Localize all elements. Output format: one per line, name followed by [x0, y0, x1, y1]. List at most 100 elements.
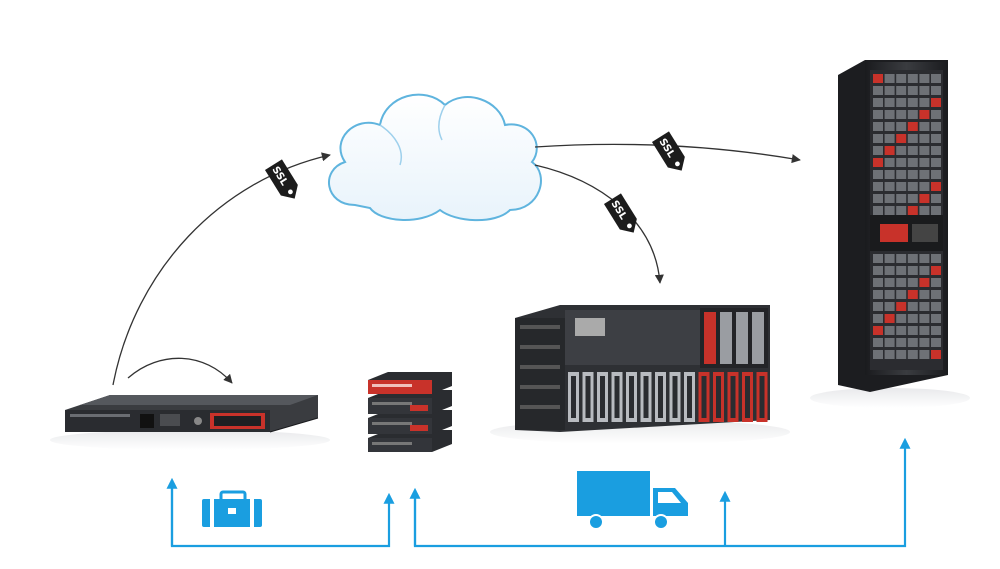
storage-array	[515, 305, 770, 432]
drive-bay	[919, 182, 930, 191]
drive-bay	[896, 158, 907, 167]
drive-bay	[896, 350, 907, 359]
drive-bay	[931, 314, 941, 323]
drive-bay	[896, 170, 907, 179]
drive-bay	[907, 278, 918, 287]
drive-bay	[931, 254, 941, 263]
drive-bay	[907, 194, 918, 203]
drive-bay	[884, 254, 895, 263]
drive-bay	[884, 350, 895, 359]
drive-bay	[907, 98, 918, 107]
drive-sled-handle	[701, 376, 707, 418]
drive-bay	[884, 158, 895, 167]
drive-bay	[884, 110, 895, 119]
drive-bay	[873, 302, 883, 311]
drive-bay	[873, 314, 883, 323]
drive-bay	[884, 302, 895, 311]
drive-bay	[873, 182, 883, 191]
drive-bay	[873, 326, 883, 335]
drive-bay	[873, 110, 883, 119]
drive-bay	[931, 74, 941, 83]
drive-bay	[896, 206, 907, 215]
drive-bay	[896, 110, 907, 119]
drive-bay	[919, 206, 930, 215]
drive-bay	[873, 290, 883, 299]
drive-bay	[896, 194, 907, 203]
drive-bay	[907, 290, 918, 299]
drive-bay	[919, 266, 930, 275]
drive-bay	[919, 350, 930, 359]
drive-sled-handle	[614, 376, 620, 418]
drive-bay	[907, 158, 918, 167]
drive-bay	[931, 290, 941, 299]
drive-bay	[884, 338, 895, 347]
drive-bay	[919, 158, 930, 167]
drive-bay	[884, 98, 895, 107]
drive-bay	[896, 278, 907, 287]
drive-bay	[919, 278, 930, 287]
drive-bay	[907, 122, 918, 131]
drive-bay	[919, 74, 930, 83]
drive-bay	[907, 350, 918, 359]
drive-bay	[907, 170, 918, 179]
drive-bay	[873, 350, 883, 359]
flow-arrow-cloud-to-rack	[534, 143, 801, 164]
drive-bay	[884, 194, 895, 203]
briefcase-icon	[202, 490, 262, 527]
cloud-icon	[328, 93, 542, 222]
drive-bay	[931, 98, 941, 107]
drive-bay	[919, 122, 930, 131]
drive-bay	[884, 290, 895, 299]
drive-bay	[919, 110, 930, 119]
drive-bay	[873, 158, 883, 167]
drive-bay	[919, 98, 930, 107]
drive-bay	[873, 194, 883, 203]
drive-sled-handle	[759, 376, 765, 418]
ssl-tag-icon: SSL	[603, 193, 637, 233]
drive-sled-handle	[629, 376, 634, 418]
drive-sled-handle	[745, 376, 750, 418]
drive-bay	[884, 146, 895, 155]
drive-bay	[907, 206, 918, 215]
drive-bay	[907, 182, 918, 191]
drive-bay	[919, 254, 930, 263]
drive-bay	[931, 266, 941, 275]
drive-bay	[884, 134, 895, 143]
drive-sled-handle	[716, 376, 721, 418]
drive-bay	[884, 74, 895, 83]
drive-bay	[919, 134, 930, 143]
drive-sled-handle	[672, 376, 678, 418]
ssl-tag-icon: SSL	[264, 159, 298, 199]
drive-bay	[873, 278, 883, 287]
drive-bay	[896, 134, 907, 143]
flow-arrow-local-copy	[127, 357, 233, 384]
drive-bay	[896, 182, 907, 191]
drive-bay	[873, 254, 883, 263]
drive-bay	[931, 134, 941, 143]
drive-bay	[896, 290, 907, 299]
drive-bay	[907, 254, 918, 263]
floor-shadow	[810, 388, 970, 408]
drive-bay	[873, 122, 883, 131]
drive-bay	[907, 302, 918, 311]
drive-bay	[919, 194, 930, 203]
drive-bay	[931, 182, 941, 191]
drive-bay	[931, 122, 941, 131]
drive-bay	[873, 98, 883, 107]
drive-bay	[931, 326, 941, 335]
server-rack	[838, 60, 948, 392]
floor-shadow	[50, 430, 330, 450]
drive-bay	[931, 170, 941, 179]
drive-sled-handle	[571, 376, 576, 418]
ssl-tag-icon: SSL	[651, 131, 685, 171]
drive-bay	[919, 314, 930, 323]
controller-module	[752, 312, 764, 364]
drive-bay	[931, 158, 941, 167]
controller-module	[720, 312, 732, 364]
drive-bay	[884, 170, 895, 179]
drive-bay	[896, 254, 907, 263]
drive-bay	[896, 266, 907, 275]
drive-bay	[884, 206, 895, 215]
drive-bay	[931, 146, 941, 155]
drive-sled-handle	[585, 376, 591, 418]
